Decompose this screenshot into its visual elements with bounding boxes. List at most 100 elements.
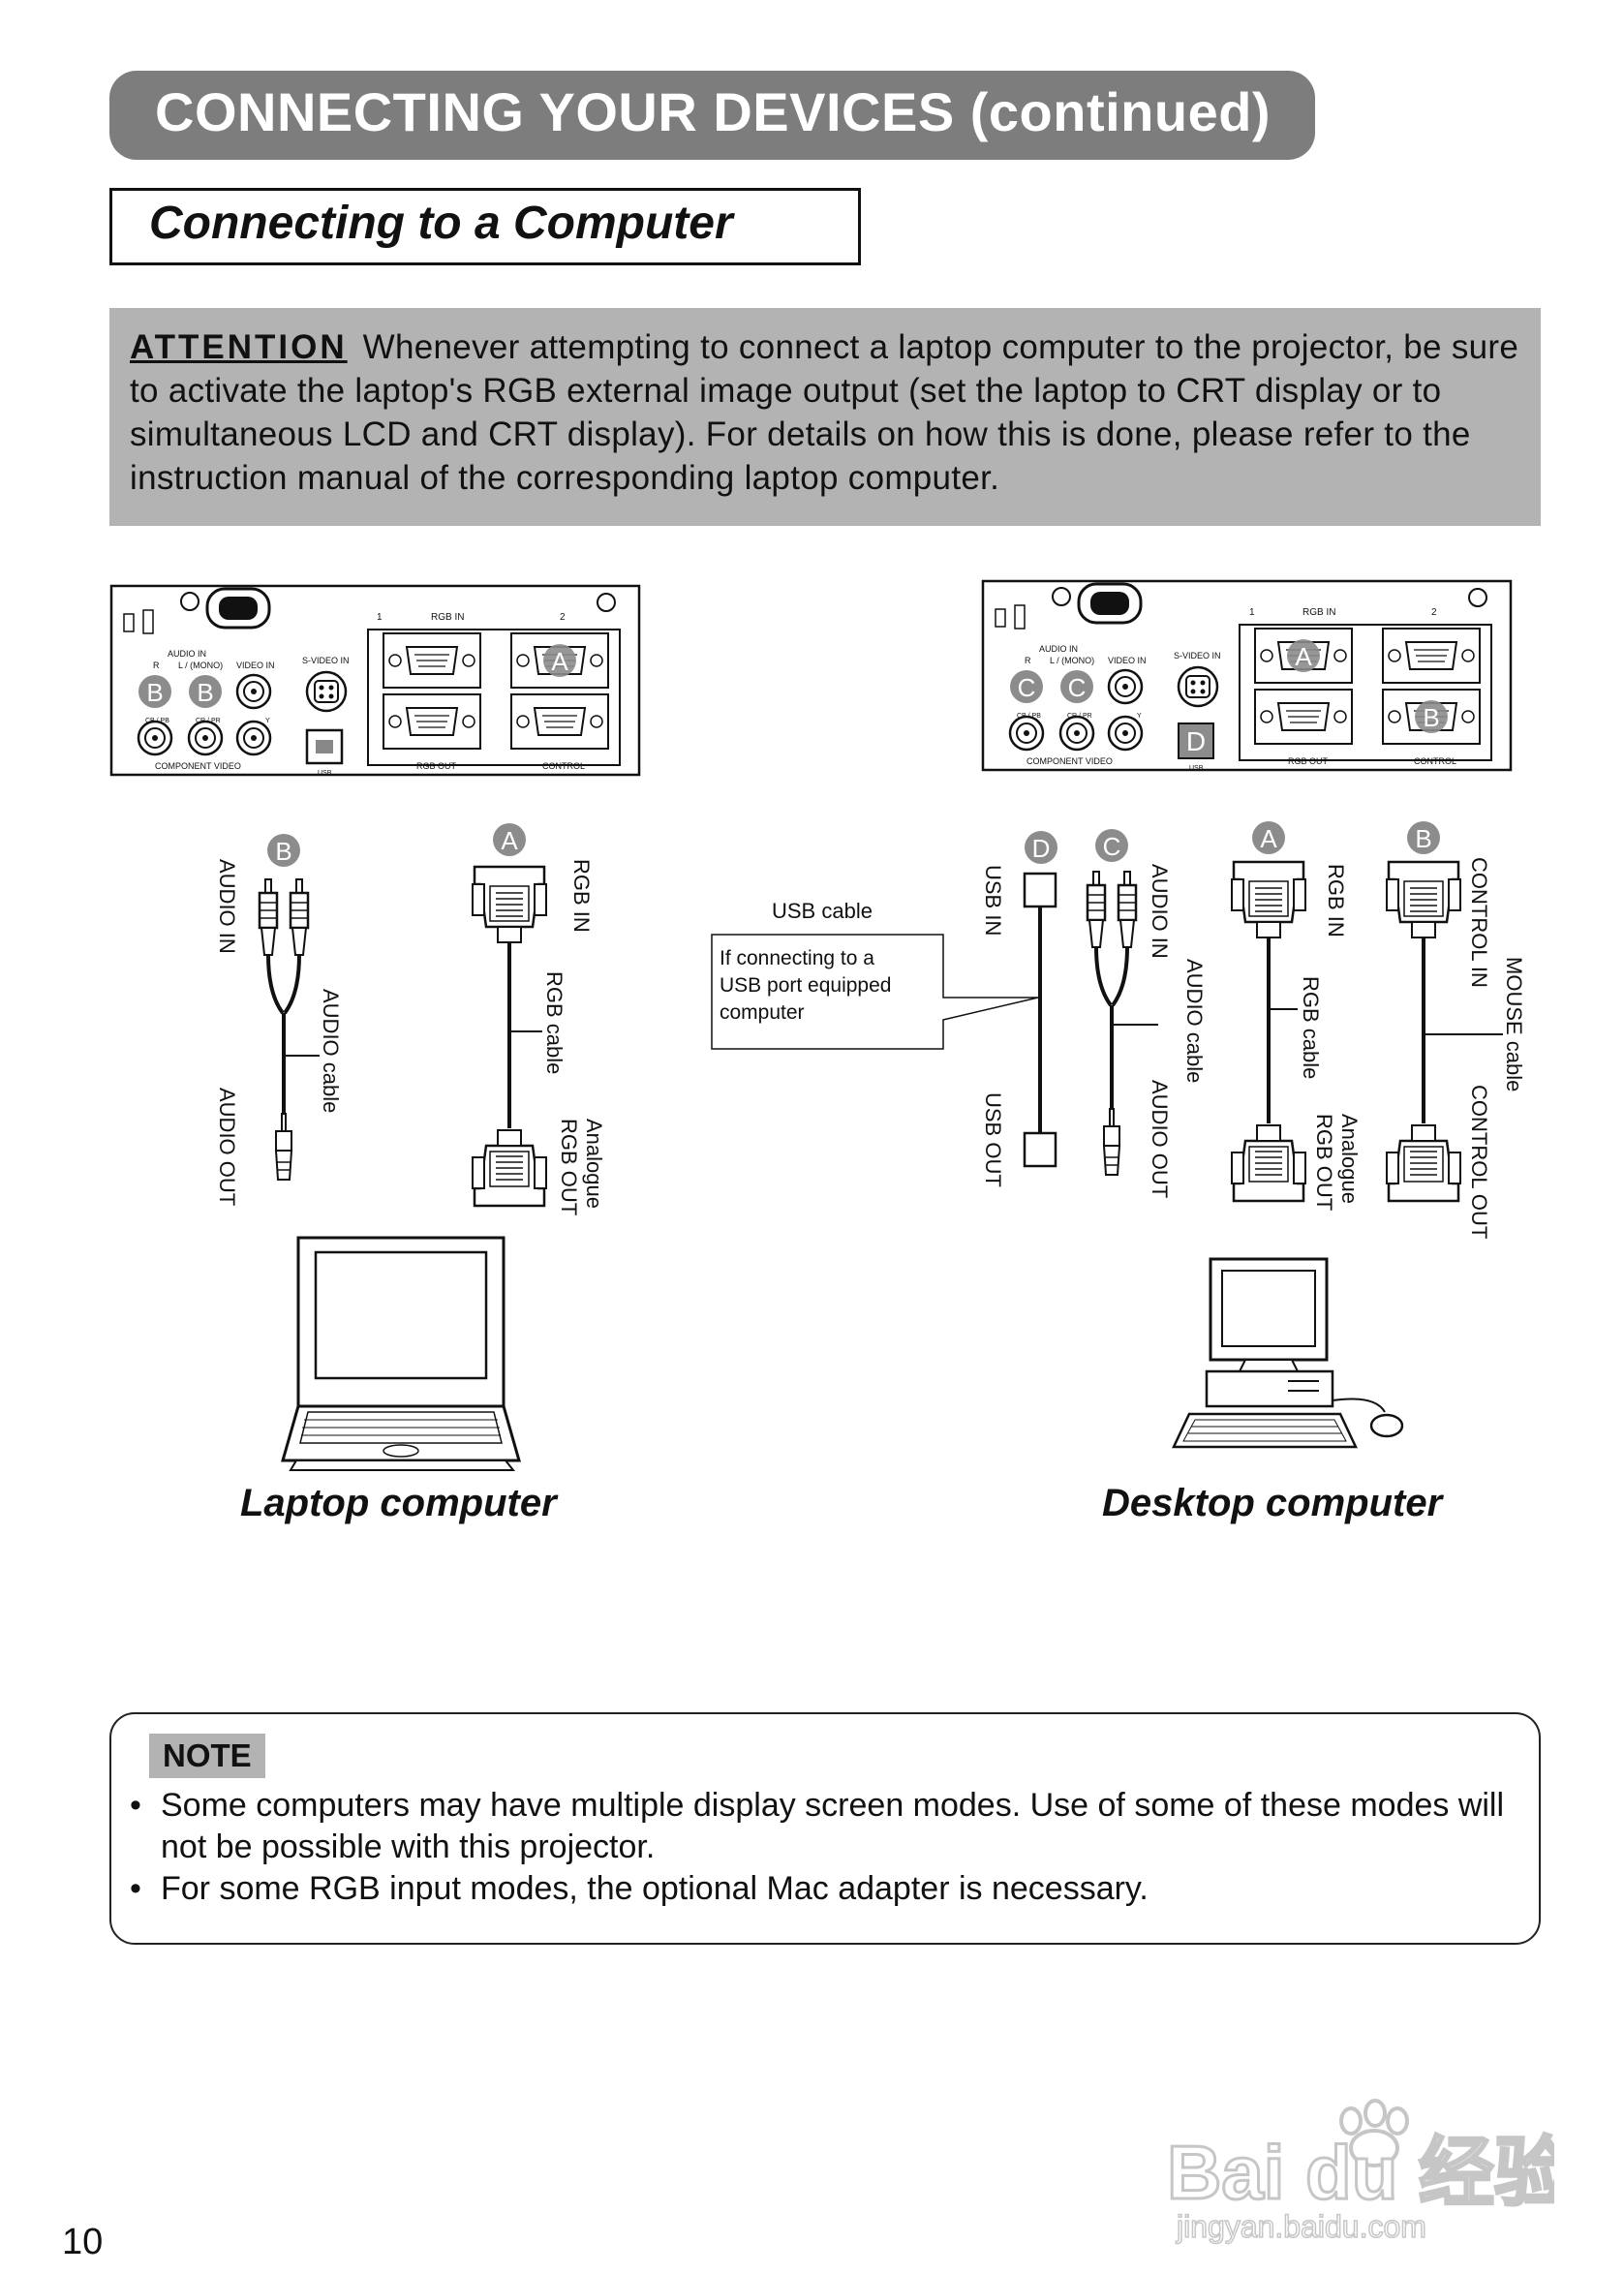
laptop-rgb-cable: A RGB IN RGB cable Analogue RGB OUT [471,823,606,1215]
attention-body: Whenever attempting to connect a laptop … [130,328,1519,497]
control-panel-label: CONTROL [1414,756,1456,766]
video-in-label: VIDEO IN [236,661,275,670]
s-video-port-icon [305,670,348,713]
rgb-plug-icon [471,1128,548,1208]
rca-plug-icon [258,877,279,957]
marker-c-icon: C [1095,829,1128,862]
control-plug-icon [1385,1123,1462,1203]
rgb-in-label: RGB IN [569,859,594,933]
usb-callout-box [711,934,1039,1050]
mouse-cable-label: MOUSE cable [1502,957,1526,1091]
rgb-out-panel-label: RGB OUT [1288,756,1329,766]
control-in-label: CONTROL IN [1467,857,1491,988]
audio-cable-label: AUDIO cable [1182,959,1207,1083]
svg-text:C: C [1018,673,1036,702]
rgb-out-label-1: Analogue [582,1119,606,1209]
usb-port-icon [305,728,344,765]
svg-text:A: A [1295,642,1312,671]
component-jack-icon [235,720,272,756]
laptop-audio-cable: B AUDIO IN AUDIO cable AUDIO OUT [215,834,343,1206]
marker-a-icon: A [1252,821,1285,854]
svg-text:D: D [1186,726,1206,756]
y-label: Y [265,718,270,724]
rgb-in-1-port-icon [383,632,481,689]
paw-logo-icon [1339,2099,1409,2167]
marker-d-icon: D [1025,831,1057,864]
control-out-label: CONTROL OUT [1467,1085,1491,1239]
cr-label: CR / PR [1067,713,1092,720]
marker-b-icon: B [267,834,300,867]
usb-callout-line-2: USB port equipped [720,974,891,997]
port-2-label: 2 [560,612,566,623]
audio-r-label: R [1025,656,1031,665]
rgb-plug-icon [1230,860,1307,939]
svg-text:B: B [1423,703,1439,732]
section-title-box [109,188,861,265]
note-item: For some RGB input modes, the optional M… [130,1868,1515,1910]
rca-plug-icon [1117,870,1138,949]
rgb-cable-label: RGB cable [542,971,567,1074]
desktop-audio-cable: C AUDIO IN AUDIO cable AUDIO OUT [1086,829,1207,1198]
audio-r-label: R [153,661,160,670]
audio-out-label: AUDIO OUT [1148,1080,1172,1198]
marker-b-icon: B [1407,821,1440,854]
usb-panel-label: USB [1189,765,1204,772]
usb-panel-label: USB [318,770,332,777]
cr-label: CR / PR [196,718,221,724]
section-title: Connecting to a Computer [149,198,733,249]
s-video-in-label: S-VIDEO IN [302,656,350,665]
marker-b-icon: B [189,675,222,708]
svg-text:A: A [501,826,518,855]
component-jack-icon [1008,715,1045,752]
usb-plug-icon [1023,1131,1057,1168]
mini-plug-icon [1103,1108,1120,1176]
watermark-url: jingyan.baidu.com [1176,2209,1426,2244]
rgb-cable-label: RGB cable [1299,976,1323,1079]
cb-label: CB / PB [1017,713,1041,720]
audio-in-label: AUDIO IN [215,859,239,954]
usb-cable-label: USB cable [772,899,873,923]
svg-text:A: A [551,647,568,676]
marker-c-icon: C [1010,670,1043,703]
note-list: Some computers may have multiple display… [130,1785,1515,1910]
rgb-out-label-2: RGB OUT [557,1119,581,1215]
component-video-label: COMPONENT VIDEO [155,761,241,771]
connection-diagram: RGB IN 1 2 AUDIO IN R L / (MONO) VIDEO I… [109,579,1526,1471]
audio-out-label: AUDIO OUT [215,1088,239,1206]
marker-b-icon: B [138,675,171,708]
port-1-label: 1 [1249,607,1255,618]
projector-panel-right: RGB IN 1 2 AUDIO IN R L / (MONO) VIDEO I… [981,579,1513,772]
rca-plug-icon [1086,870,1107,949]
page-number: 10 [62,2222,104,2262]
usb-out-label: USB OUT [981,1092,1005,1187]
component-video-label: COMPONENT VIDEO [1026,756,1113,766]
svg-text:A: A [1260,824,1277,853]
control-panel-label: CONTROL [542,761,585,771]
control-plug-icon [1385,860,1462,939]
s-video-in-label: S-VIDEO IN [1174,651,1221,661]
watermark-brand: Bai du 经验 [1167,2130,1554,2215]
projector-panel-left: RGB IN 1 2 AUDIO IN R L / (MONO) VIDEO I… [109,584,641,777]
rgb-out-label-2: RGB OUT [1312,1114,1336,1211]
audio-in-label: AUDIO IN [1148,864,1172,959]
svg-text:B: B [275,837,291,866]
marker-a-icon: A [543,644,576,677]
desktop-computer-icon [1172,1257,1404,1449]
usb-plug-icon [1023,872,1057,908]
component-jack-icon [137,720,173,756]
rgb-in-label: RGB IN [1324,864,1348,937]
marker-a-icon: A [493,823,526,856]
port-2-label: 2 [1431,607,1437,618]
component-jack-icon [187,720,224,756]
marker-c-icon: C [1060,670,1093,703]
title-bar [109,71,1315,160]
baidu-watermark: Bai du 经验 jingyan.baidu.com [1167,2099,1554,2245]
desktop-rgb-cable: A RGB IN RGB cable Analogue RGB OUT [1230,821,1362,1211]
usb-in-label: USB IN [981,865,1005,936]
rgb-in-panel-label: RGB IN [1302,607,1335,618]
rgb-out-port-icon [1254,689,1353,745]
rgb-out-port-icon [383,693,481,750]
component-jack-icon [1058,715,1095,752]
attention-box [109,308,1541,526]
